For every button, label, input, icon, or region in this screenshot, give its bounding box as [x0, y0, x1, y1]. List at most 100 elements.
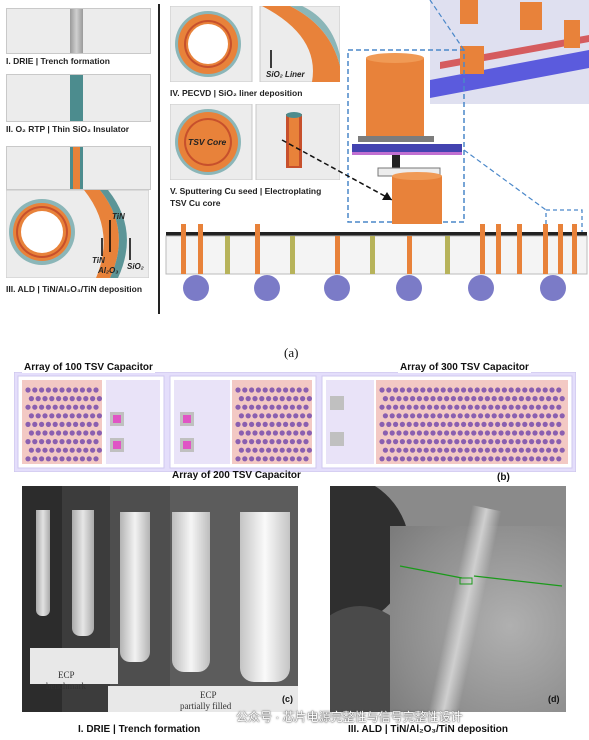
tsv-dot: [461, 439, 467, 445]
step5-caption-2: TSV Cu core: [170, 198, 221, 208]
label-tin-a: TiN: [112, 212, 125, 221]
tsv-dot: [478, 447, 484, 453]
tsv-dot: [481, 387, 487, 393]
tsv-dot: [39, 404, 45, 410]
tsv-dot: [49, 413, 55, 419]
label-sio2-liner: SiO₂ Liner: [266, 70, 305, 79]
tsv-dot: [272, 396, 278, 402]
tsv-dot: [69, 413, 75, 419]
tsv-dot: [32, 387, 38, 393]
tsv-dot: [461, 421, 467, 427]
tsv-dot: [501, 387, 507, 393]
tsv-dot: [430, 413, 436, 419]
solder-balls: [183, 275, 566, 301]
tsv-dot: [296, 439, 302, 445]
tsv-dot: [276, 456, 282, 462]
tsv-dot: [542, 456, 548, 462]
tsv-dot: [420, 387, 426, 393]
tsv-dot: [406, 421, 412, 427]
tsv-dot: [93, 456, 99, 462]
tsv-dot: [467, 387, 473, 393]
tsv-dot: [399, 387, 405, 393]
tsv-dot: [495, 387, 501, 393]
tsv-dot: [522, 387, 528, 393]
tsv-dot: [474, 387, 480, 393]
tsv-dot: [306, 430, 312, 436]
tsv-dot: [498, 430, 504, 436]
tsv-dot: [457, 396, 463, 402]
tsv-dot: [249, 387, 255, 393]
tsv-dot: [495, 404, 501, 410]
tsv-dot: [508, 387, 514, 393]
tsv-dot: [66, 404, 72, 410]
tsv-dot: [245, 413, 251, 419]
tsv-dot: [69, 447, 75, 453]
tsv-dot: [518, 447, 524, 453]
tsv-dot: [403, 447, 409, 453]
tsv-dot: [289, 387, 295, 393]
tsv-dot: [450, 447, 456, 453]
caption-b: (b): [497, 472, 510, 483]
tsv-dot: [495, 421, 501, 427]
tsv-dot: [96, 430, 102, 436]
watermark: 公众号 · 芯片电源完整性与信号完整性设计: [236, 710, 463, 724]
tsv-dot: [522, 421, 528, 427]
tsv-dot: [90, 430, 96, 436]
tsv-dot: [296, 421, 302, 427]
tsv-dot: [556, 439, 562, 445]
tsv-dot: [535, 387, 542, 393]
tsv-dot: [62, 413, 68, 419]
tsv-dot: [464, 396, 470, 402]
tsv-dot: [481, 404, 487, 410]
label-sio2: SiO₂: [127, 262, 144, 271]
tsv-dot: [416, 430, 422, 436]
tsv-dot: [478, 413, 484, 419]
tsv-dot: [79, 387, 85, 393]
caption-d: (d): [548, 694, 560, 704]
tsv-dot: [56, 447, 62, 453]
tsv-dot: [272, 447, 278, 453]
tsv-dot: [39, 456, 45, 462]
tsv-dot: [86, 404, 92, 410]
tsv-dot: [457, 447, 463, 453]
tsv-dot: [279, 430, 285, 436]
tsv-dot: [444, 430, 450, 436]
tsv-dot: [76, 447, 82, 453]
tsv-dot: [35, 396, 41, 402]
tsv-dot: [498, 396, 504, 402]
tsv-dot: [262, 421, 268, 427]
tsv-dot: [73, 439, 79, 445]
tsv-dot: [73, 456, 79, 462]
tsv-dot: [403, 396, 409, 402]
caption-c-bottom: I. DRIE | Trench formation: [78, 724, 201, 735]
tsv-dot: [393, 404, 399, 410]
tsv-dot: [79, 456, 85, 462]
tsv-dot: [262, 456, 268, 462]
tsv-dot: [386, 387, 392, 393]
tsv-dot: [542, 404, 548, 410]
tsv-dot: [303, 404, 309, 410]
tsv-dot: [399, 404, 405, 410]
tsv-dot: [535, 456, 542, 462]
tsv-dot: [393, 421, 399, 427]
tsv-dot: [403, 413, 409, 419]
tsv-dot: [283, 421, 289, 427]
tsv-dot: [242, 456, 248, 462]
tsv-dot: [279, 447, 285, 453]
tsv-dot: [457, 413, 463, 419]
tsv-dot: [508, 421, 514, 427]
tsv-dot: [259, 396, 265, 402]
tsv-dot: [447, 456, 453, 462]
tsv-dot: [467, 439, 473, 445]
tsv-dot: [83, 396, 89, 402]
tsv-dot: [276, 404, 282, 410]
tsv-dot: [410, 396, 416, 402]
tsv-dot: [556, 387, 562, 393]
tsv-dot: [447, 439, 453, 445]
tsv-dot: [28, 396, 34, 402]
tsv-dot: [546, 430, 552, 436]
tsv-dot: [532, 430, 538, 436]
tsv-dot: [86, 421, 92, 427]
caption-a: (a): [284, 345, 299, 360]
tsv-dot: [454, 404, 460, 410]
